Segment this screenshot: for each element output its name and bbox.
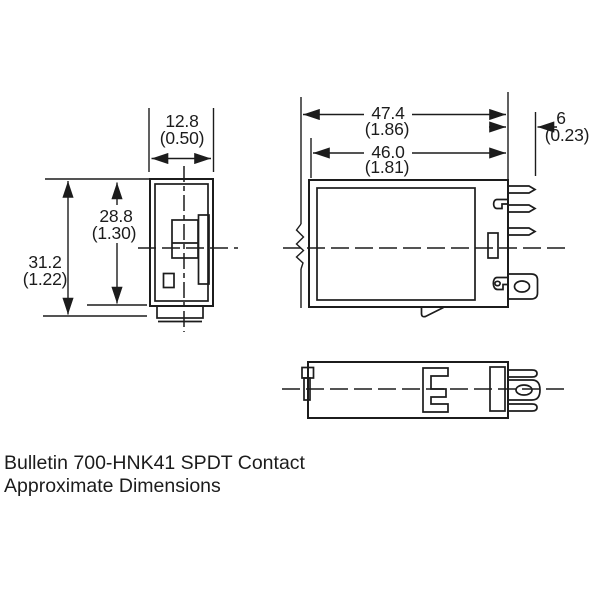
dim-label-total-height-inch: (1.22) — [23, 269, 68, 289]
dim-label-pin-inch: (0.23) — [545, 125, 590, 145]
front-body-inner-outline — [154, 183, 209, 302]
side-body-inner-outline — [316, 187, 476, 301]
side-pin-1 — [507, 185, 537, 194]
side-mount-terminal-hole — [513, 280, 531, 293]
side-view-dimensions: 47.4 (1.86) 46.0 (1.81) 6 (0.23) — [295, 92, 590, 308]
title-block: Bulletin 700-HNK41 SPDT Contact Approxim… — [4, 452, 305, 498]
front-view-dimensions: 12.8 (0.50) 31.2 (1.22) 28.8 (1.30) — [23, 108, 215, 317]
dim-label-side-body-mm: 46.0 — [371, 142, 405, 162]
bottom-mount-terminal-hole — [515, 384, 533, 396]
side-bottom-latch — [420, 306, 444, 318]
dim-label-side-body-inch: (1.81) — [365, 157, 410, 177]
side-bottom-clip — [492, 276, 508, 291]
front-view — [138, 166, 238, 332]
drawing-title: Bulletin 700-HNK41 SPDT Contact — [4, 452, 305, 474]
bottom-e-shaped-slot — [422, 367, 449, 413]
dim-label-front-width-inch: (0.50) — [160, 128, 205, 148]
dim-label-body-height-mm: 28.8 — [99, 206, 132, 226]
dim-label-body-height-inch: (1.30) — [92, 223, 137, 243]
dim-label-front-width-mm: 12.8 — [165, 111, 198, 131]
side-mid-tab — [487, 232, 499, 259]
side-top-clip — [492, 198, 508, 210]
bottom-pin-top — [507, 369, 538, 378]
bottom-pin-bottom — [507, 403, 538, 412]
front-small-slot — [162, 272, 175, 289]
side-pin-3 — [507, 227, 537, 236]
side-view — [283, 179, 568, 318]
front-center-window — [171, 219, 199, 259]
bottom-mount-terminal — [507, 379, 541, 401]
dim-label-side-total-inch: (1.86) — [365, 119, 410, 139]
side-pin-2 — [507, 204, 537, 213]
bottom-view — [282, 361, 568, 419]
dim-label-side-total-mm: 47.4 — [371, 103, 405, 123]
front-side-strip — [197, 214, 210, 285]
side-body-outline — [308, 179, 509, 308]
break-squiggle — [295, 223, 305, 270]
side-bottom-clip-hole — [494, 280, 501, 287]
drawing-subtitle: Approximate Dimensions — [4, 475, 221, 497]
dim-label-total-height-mm: 31.2 — [28, 252, 61, 272]
front-base-flange — [156, 305, 204, 319]
side-mount-terminal — [507, 273, 539, 300]
bottom-body-outline — [307, 361, 509, 419]
dim-label-pin-mm: 6 — [556, 108, 566, 128]
